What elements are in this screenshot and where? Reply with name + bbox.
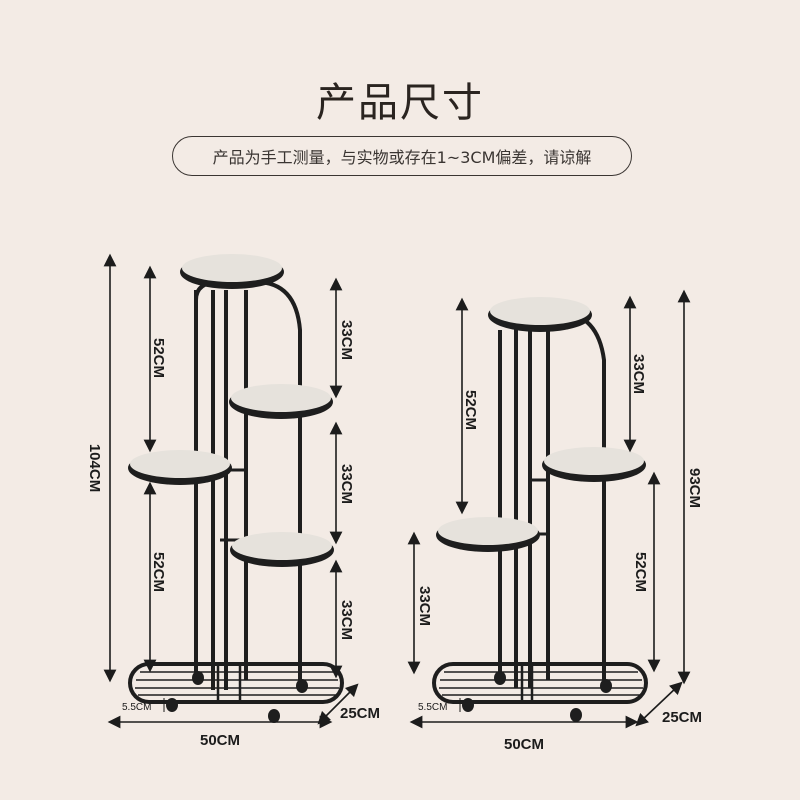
right-depth-label: 25CM [662, 709, 702, 726]
right-rack-wheels [462, 671, 612, 722]
left-wheel-height-label: 5.5CM [122, 702, 151, 713]
left-depth-label: 25CM [340, 705, 380, 722]
notice-text: 产品为手工测量，与实物或存在1~3CM偏差，请谅解 [212, 148, 592, 167]
right-wheel-height-label: 5.5CM [418, 702, 447, 713]
left-rack-poles [194, 280, 302, 690]
left-right-gap-top-label: 33CM [338, 320, 355, 360]
page-title: 产品尺寸 [316, 80, 484, 126]
right-rack [432, 297, 648, 722]
left-total-height-label: 104CM [86, 444, 103, 492]
right-left-gap-lower-label: 33CM [416, 586, 433, 626]
left-gap-lower-label: 52CM [150, 552, 167, 592]
left-rack-wheels [166, 671, 308, 723]
right-width-label: 50CM [504, 736, 544, 753]
left-rack-dimensions [103, 253, 359, 729]
left-rack-base [128, 662, 344, 704]
left-depth-arrow [317, 683, 359, 725]
left-rack [128, 254, 344, 723]
right-total-height-label: 93CM [686, 468, 703, 508]
right-right-gap-top-label: 33CM [630, 354, 647, 394]
measurement-notice: 产品为手工测量，与实物或存在1~3CM偏差，请谅解 [172, 136, 632, 176]
right-rack-grille [439, 664, 643, 702]
right-rack-shelves [436, 297, 646, 552]
right-right-gap-bottom-label: 52CM [632, 552, 649, 592]
right-rack-poles [498, 310, 606, 688]
left-right-gap-mid-label: 33CM [338, 464, 355, 504]
left-gap-upper-label: 52CM [150, 338, 167, 378]
left-width-label: 50CM [200, 732, 240, 749]
right-rack-base [432, 662, 648, 704]
left-right-gap-bottom-label: 33CM [338, 600, 355, 640]
left-rack-grille [135, 664, 339, 702]
right-rack-dimensions [407, 289, 691, 729]
right-depth-arrow [635, 681, 683, 727]
right-left-gap-upper-label: 52CM [462, 390, 479, 430]
left-rack-shelves [128, 254, 334, 567]
